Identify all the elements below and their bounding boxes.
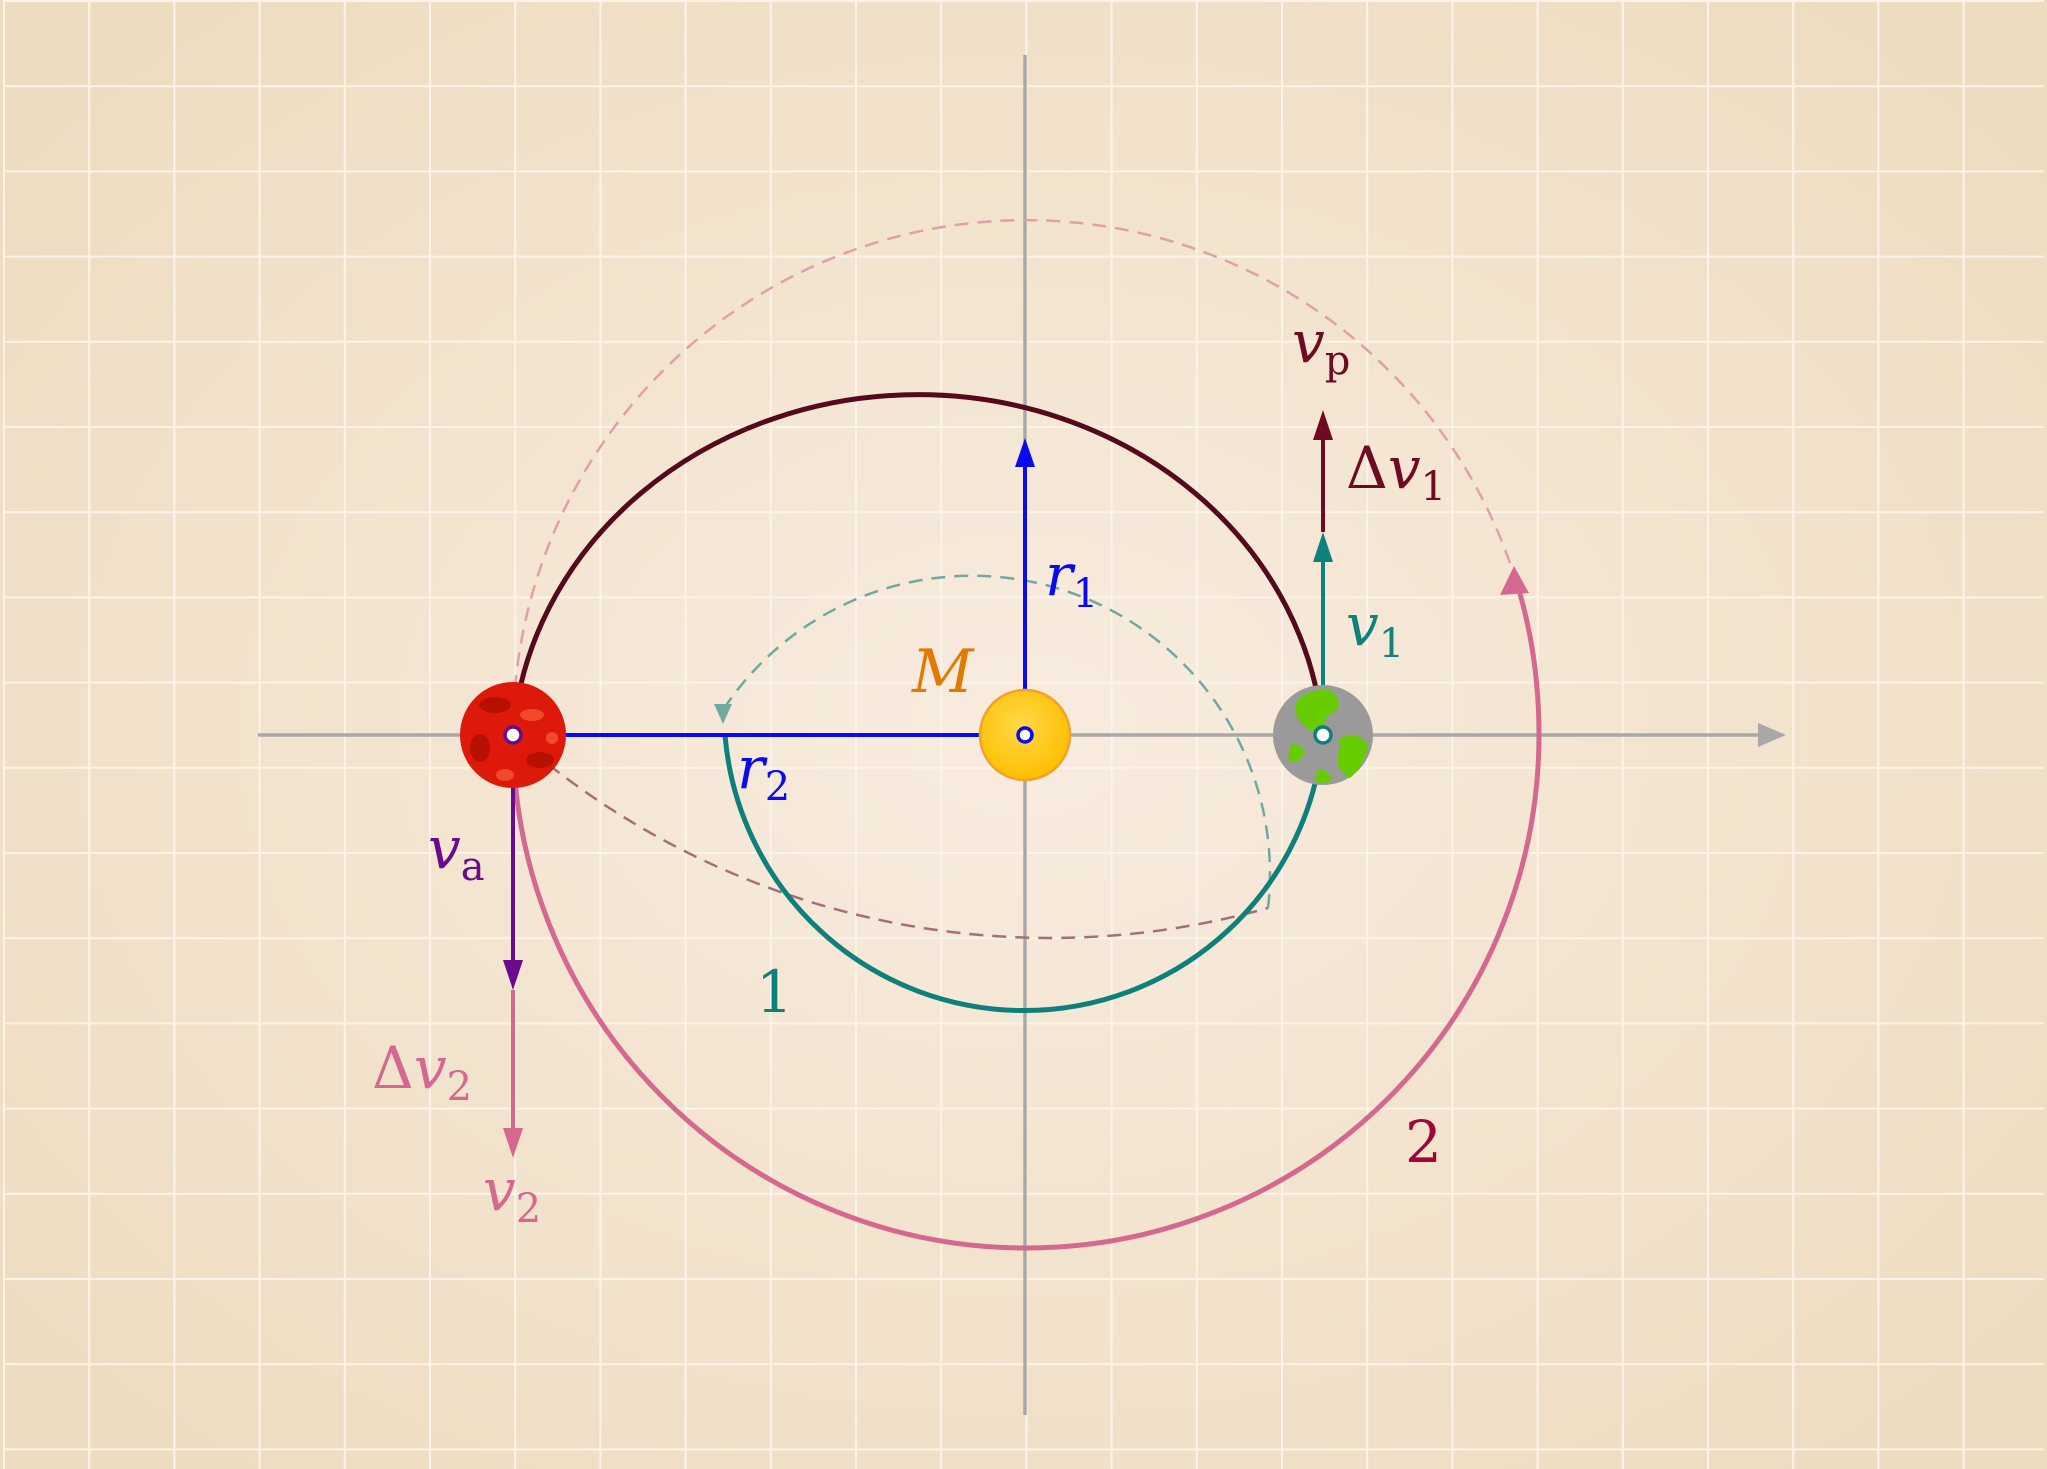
label-va: va xyxy=(428,814,485,890)
orbit-1-dashed-arrowhead xyxy=(714,704,732,724)
orbit-2-arrowhead xyxy=(1500,566,1529,595)
sun-icon xyxy=(978,688,1072,782)
label-vp: vp xyxy=(1292,308,1350,384)
label-delta-v2: Δv2 xyxy=(372,1034,472,1110)
label-delta-v1: Δv1 xyxy=(1346,434,1446,510)
dv2-arrowhead xyxy=(503,1128,523,1158)
x-axis-arrowhead xyxy=(1758,723,1786,747)
label-orbit-2: 2 xyxy=(1405,1108,1442,1176)
label-v1: v1 xyxy=(1346,591,1404,667)
label-central-mass: M xyxy=(911,637,975,707)
transfer-orbit xyxy=(510,392,1326,736)
r1-arrowhead xyxy=(1015,438,1035,467)
label-v2: v2 xyxy=(483,1156,541,1232)
va-arrowhead xyxy=(503,960,523,990)
v1-arrowhead xyxy=(1313,532,1333,562)
orbit-2-dashed-arc xyxy=(511,218,1513,736)
orbit-1-dashed-arc xyxy=(721,574,1272,909)
dv1-arrowhead xyxy=(1313,410,1333,440)
orbit-2 xyxy=(510,573,1542,1251)
label-r1: r1 xyxy=(1045,541,1098,617)
label-r2: r2 xyxy=(737,734,790,810)
orbit-1 xyxy=(722,734,1326,1014)
mars-icon xyxy=(460,682,566,788)
transfer-orbit-dashed-arc xyxy=(512,734,1269,940)
earth-icon xyxy=(1273,685,1373,785)
label-orbit-1: 1 xyxy=(756,958,793,1026)
